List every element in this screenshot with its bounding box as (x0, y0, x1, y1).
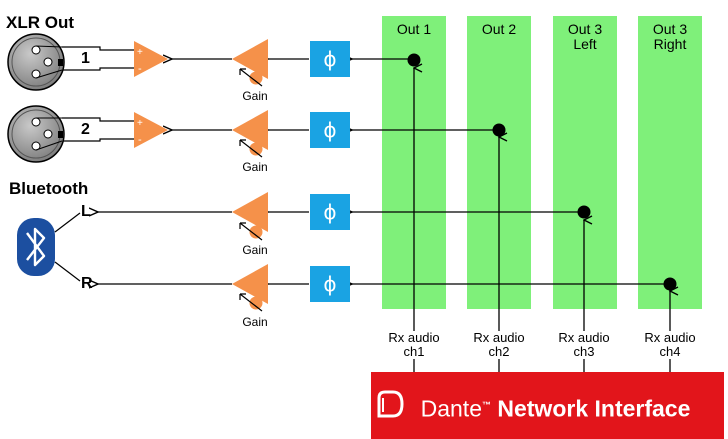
bluetooth-icon (17, 218, 55, 276)
bus-title-out1: Out 1 (396, 21, 432, 37)
xlr-channel-2-label: 2 (81, 121, 90, 138)
dante-suffix: Network Interface (490, 395, 691, 422)
gain-label-3: Gain (242, 243, 268, 257)
dante-tm: ™ (481, 400, 491, 410)
phase-invert-3: ϕ (310, 194, 350, 230)
phase-invert-1: ϕ (310, 41, 350, 77)
balanced-amp-2: + - (134, 112, 168, 148)
gain-amp-3 (232, 192, 268, 232)
svg-text:-: - (138, 63, 142, 75)
gain-knob-1-icon (239, 68, 263, 87)
svg-text:+: + (137, 118, 143, 129)
dante-network-interface: Dante™ Network Interface (371, 372, 724, 439)
gain-amp-4 (232, 264, 268, 304)
dante-title: Dante™ Network Interface (371, 372, 724, 439)
junction-ch4 (663, 277, 677, 291)
gain-amp-2 (232, 110, 268, 150)
gain-amp-1 (232, 39, 268, 79)
svg-text:-: - (138, 134, 142, 146)
svg-text:+: + (137, 47, 143, 58)
gain-knob-2-icon (239, 139, 263, 158)
junction-ch3 (577, 205, 591, 219)
xlr-connector-2-icon (7, 105, 65, 163)
bluetooth-title: Bluetooth (9, 179, 89, 198)
bus-out3-right (638, 16, 702, 309)
gain-label-1: Gain (242, 89, 268, 103)
bus-title-out2: Out 2 (481, 21, 517, 37)
bt-right-label: R (81, 275, 93, 292)
dante-brand: Dante (420, 395, 482, 422)
xlr-out-title: XLR Out (6, 13, 74, 32)
bus-out3-left (553, 16, 617, 309)
xlr-channel-1-label: 1 (81, 50, 90, 67)
bt-left-label: L (81, 203, 91, 220)
dante-logo-icon (377, 390, 404, 418)
gain-label-4: Gain (242, 315, 268, 329)
junction-ch1 (407, 53, 421, 67)
gain-knob-3-icon (239, 222, 263, 241)
balanced-amp-1: + - (134, 41, 168, 77)
gain-label-2: Gain (242, 160, 268, 174)
phase-invert-2: ϕ (310, 112, 350, 148)
phase-invert-4: ϕ (310, 266, 350, 302)
xlr-connector-1-icon (7, 33, 65, 91)
gain-knob-4-icon (239, 293, 263, 312)
junction-ch2 (492, 123, 506, 137)
